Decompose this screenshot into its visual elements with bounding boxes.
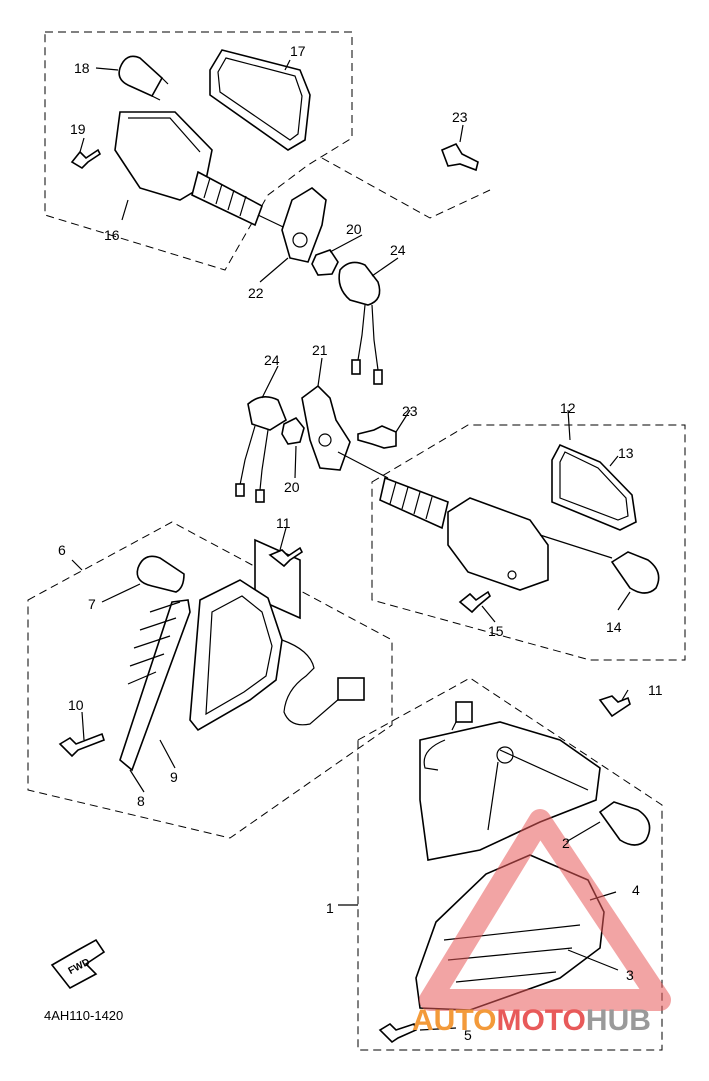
bulb-2 <box>598 801 651 846</box>
watermark-triangle <box>419 809 671 1011</box>
stem-16 <box>191 170 263 227</box>
watermark-text: AUTOMOTOHUB <box>412 1004 651 1037</box>
bracket-22 <box>281 187 327 263</box>
bulb-18 <box>118 55 164 98</box>
group-outline-upper-leader <box>321 157 491 219</box>
turn-signal-housing-9 <box>189 579 283 732</box>
rear-turn-signal-assembly <box>235 357 660 623</box>
fwd-badge: FWD <box>50 938 106 990</box>
watermark-part2: MOTO <box>496 1004 585 1037</box>
screw-23-lower <box>357 425 397 449</box>
front-turn-signal-assembly <box>58 527 365 793</box>
screw-5 <box>378 1022 417 1044</box>
part-label-20b: 20 <box>284 479 300 495</box>
screw-11-front <box>268 546 304 568</box>
lens-13 <box>551 443 637 531</box>
diagram-code: 4AH110-1420 <box>44 1008 123 1023</box>
part-label-16: 16 <box>104 227 120 243</box>
part-label-20a: 20 <box>346 221 362 237</box>
upper-turn-signal-assembly <box>70 49 479 385</box>
screw-23-upper <box>440 142 479 172</box>
part-label-1: 1 <box>326 900 334 916</box>
part-label-13: 13 <box>618 445 634 461</box>
socket-24 <box>338 261 381 306</box>
group-outline-12 <box>371 424 686 661</box>
screw-10 <box>58 732 106 758</box>
part-label-19: 19 <box>70 121 86 137</box>
lens-17 <box>209 49 311 151</box>
turn-signal-housing-1 <box>419 721 601 861</box>
part-label-11a: 11 <box>276 515 291 531</box>
group-outline-1 <box>357 677 663 1051</box>
part-label-23b: 23 <box>402 403 418 419</box>
part-label-18: 18 <box>74 60 90 76</box>
screw-11-side <box>598 695 631 718</box>
side-turn-signal-assembly <box>338 689 651 1044</box>
lens-8 <box>119 599 191 772</box>
screw-19 <box>70 148 102 170</box>
bracket-21 <box>301 384 351 471</box>
connector-plug <box>337 677 365 701</box>
part-label-7: 7 <box>88 596 96 612</box>
turn-signal-housing-12 <box>447 497 549 591</box>
bulb-14 <box>610 551 660 594</box>
part-label-22: 22 <box>248 285 264 301</box>
part-label-4: 4 <box>632 882 640 898</box>
part-label-8: 8 <box>137 793 145 809</box>
part-label-24b: 24 <box>264 352 280 368</box>
stem-12 <box>379 476 449 530</box>
screw-15 <box>458 590 491 614</box>
part-label-12: 12 <box>560 400 576 416</box>
nut-20-lower <box>281 416 305 445</box>
part-label-24a: 24 <box>390 242 406 258</box>
part-label-9: 9 <box>170 769 178 785</box>
connector-plug-side <box>455 701 473 723</box>
part-label-15: 15 <box>488 623 504 639</box>
part-label-17: 17 <box>290 43 306 59</box>
part-label-21: 21 <box>312 342 328 358</box>
group-outline-6 <box>27 521 393 839</box>
watermark-part1: AUTO <box>412 1004 496 1037</box>
part-label-10: 10 <box>68 697 84 713</box>
bulb-7 <box>136 555 185 593</box>
part-label-6: 6 <box>58 542 66 558</box>
part-label-2: 2 <box>562 835 570 851</box>
group-outline-16 <box>44 31 353 271</box>
part-label-3: 3 <box>626 967 634 983</box>
part-label-5: 5 <box>464 1027 472 1043</box>
part-label-14: 14 <box>606 619 622 635</box>
part-label-23a: 23 <box>452 109 468 125</box>
watermark-part3: HUB <box>586 1004 651 1037</box>
part-label-11b: 11 <box>648 682 663 698</box>
socket-24-lower <box>247 396 287 431</box>
nut-20 <box>311 249 339 276</box>
